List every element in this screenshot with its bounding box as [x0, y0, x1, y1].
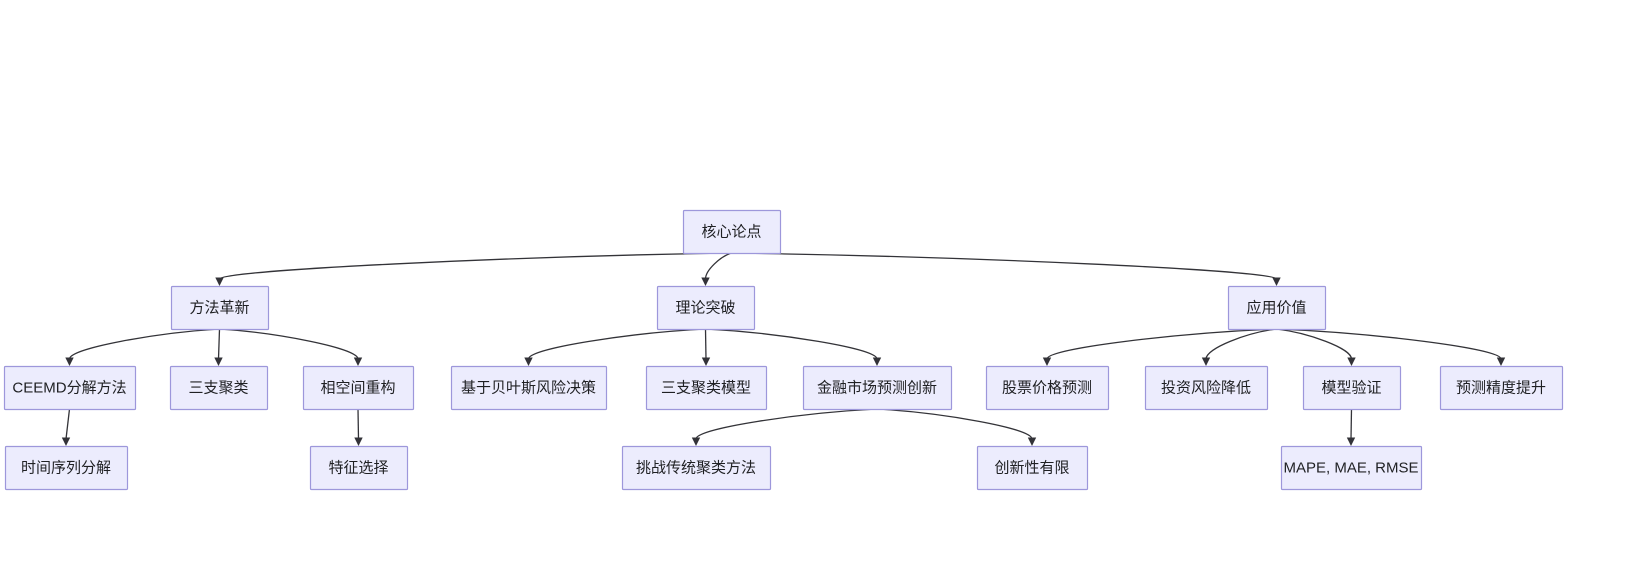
node-l2e[interactable]: 三支聚类模型: [645, 365, 768, 411]
edge-arrowhead: [1346, 437, 1356, 446]
node-l2j[interactable]: 预测精度提升: [1439, 365, 1564, 411]
edge-l2i-to-l3e: [1346, 408, 1356, 446]
edge-l2a-to-l3a: [61, 408, 71, 446]
edge-arrowhead: [701, 277, 710, 286]
node-l3e[interactable]: MAPE, MAE, RMSE: [1280, 445, 1423, 491]
node-box[interactable]: [802, 365, 953, 411]
edge-root-to-l1a: [215, 252, 732, 286]
node-l2g[interactable]: 股票价格预测: [985, 365, 1110, 411]
edge-l2f-to-l3d: [876, 408, 1037, 446]
edge-l1a-to-l2a: [65, 328, 220, 366]
node-box[interactable]: [4, 445, 129, 491]
node-box[interactable]: [656, 285, 756, 331]
edge-layer: [61, 252, 1506, 446]
edge-arrowhead: [701, 357, 711, 366]
node-root[interactable]: 核心论点: [682, 209, 782, 255]
edge-l1c-to-l2g: [1042, 328, 1277, 366]
node-l3c[interactable]: 挑战传统聚类方法: [621, 445, 772, 491]
node-box[interactable]: [682, 209, 782, 255]
edge-l1c-to-l2i: [1276, 328, 1356, 366]
node-l2f[interactable]: 金融市场预测创新: [802, 365, 953, 411]
node-l2d[interactable]: 基于贝叶斯风险决策: [450, 365, 608, 411]
edge-root-to-l1b: [701, 252, 732, 286]
edge-arrowhead: [1347, 357, 1356, 366]
edge-arrowhead: [214, 357, 223, 366]
node-box[interactable]: [645, 365, 768, 411]
edge-arrowhead: [354, 437, 363, 446]
node-l2i[interactable]: 模型验证: [1302, 365, 1402, 411]
edge-l1c-to-l2j: [1276, 328, 1506, 366]
edge-l1b-to-l2e: [701, 328, 711, 366]
edge-l2f-to-l3c: [691, 408, 878, 446]
edge-arrowhead: [1201, 357, 1211, 366]
edge-l2c-to-l3b: [354, 408, 363, 446]
edge-root-to-l1c: [731, 252, 1281, 286]
node-box[interactable]: [1144, 365, 1269, 411]
edge-arrowhead: [1027, 437, 1037, 446]
node-layer: 核心论点方法革新 理论突破 应用价值 CEEMD分解方法三支聚类相空间重构基于贝叶斯风…: [3, 209, 1564, 491]
node-box[interactable]: [309, 445, 409, 491]
node-l2b[interactable]: 三支聚类: [169, 365, 269, 411]
node-box[interactable]: [1227, 285, 1327, 331]
edge-l1b-to-l2f: [705, 328, 882, 366]
edge-arrowhead: [1042, 357, 1052, 366]
node-box[interactable]: [170, 285, 270, 331]
edge-arrowhead: [872, 357, 882, 366]
node-box[interactable]: [450, 365, 608, 411]
node-box[interactable]: [1302, 365, 1402, 411]
edge-l1a-to-l2b: [214, 328, 223, 366]
edge-arrowhead: [1496, 357, 1506, 366]
node-l1c[interactable]: 应用价值: [1227, 285, 1327, 331]
node-box[interactable]: [302, 365, 415, 411]
node-box[interactable]: [621, 445, 772, 491]
edge-l1a-to-l2c: [219, 328, 363, 366]
edge-l1b-to-l2d: [524, 328, 706, 366]
node-box[interactable]: [1280, 445, 1423, 491]
edge-arrowhead: [691, 437, 701, 446]
edge-arrowhead: [524, 357, 533, 366]
node-l2a[interactable]: CEEMD分解方法: [3, 365, 137, 411]
edge-arrowhead: [61, 437, 71, 446]
node-l1b[interactable]: 理论突破: [656, 285, 756, 331]
node-box[interactable]: [1439, 365, 1564, 411]
edge-arrowhead: [215, 277, 224, 286]
node-l2c[interactable]: 相空间重构: [302, 365, 415, 411]
edge-arrowhead: [1272, 277, 1281, 286]
node-l1a[interactable]: 方法革新: [170, 285, 270, 331]
edge-l1c-to-l2h: [1201, 328, 1277, 366]
node-l3d[interactable]: 创新性有限: [976, 445, 1089, 491]
node-box[interactable]: [3, 365, 137, 411]
edge-arrowhead: [65, 357, 74, 366]
node-box[interactable]: [985, 365, 1110, 411]
node-box[interactable]: [169, 365, 269, 411]
edge-arrowhead: [353, 357, 363, 366]
node-l2h[interactable]: 投资风险降低: [1144, 365, 1269, 411]
node-l3a[interactable]: 时间序列分解: [4, 445, 129, 491]
node-box[interactable]: [976, 445, 1089, 491]
node-l3b[interactable]: 特征选择: [309, 445, 409, 491]
